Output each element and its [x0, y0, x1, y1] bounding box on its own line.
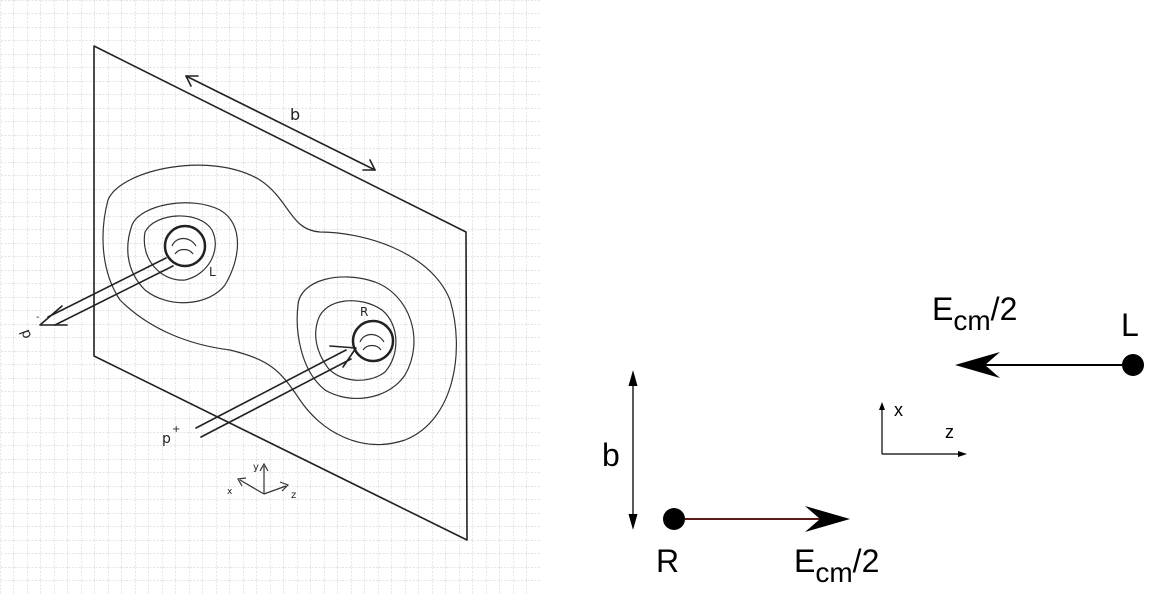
sketch-axis-y: y	[253, 462, 259, 473]
sketch-b-label: b	[290, 105, 300, 124]
schematic-axis-x: x	[894, 400, 903, 420]
p-minus-sup: -	[36, 312, 40, 323]
sketch-axis-z: z	[291, 490, 296, 501]
transverse-plane	[93, 45, 468, 541]
sketch-R-label: R	[360, 305, 368, 319]
schematic-b-arrow	[628, 370, 638, 530]
schematic-axes	[879, 402, 967, 457]
schematic: L Ecm/2 R Ecm/2 b x z	[602, 291, 1144, 588]
inner-contour-right	[315, 300, 397, 381]
schematic-R-label: R	[656, 543, 679, 579]
nucleus-R	[351, 319, 395, 363]
sketch-L-label: L	[209, 265, 216, 279]
sketch-axis-x: x	[227, 487, 233, 497]
middle-contour-left	[127, 202, 239, 304]
inner-contour-left	[143, 215, 216, 281]
hand-sketch: b L R p - p	[0, 0, 540, 594]
schematic-axis-z: z	[945, 422, 954, 442]
nucleus-L	[163, 224, 207, 268]
schematic-b-label: b	[602, 437, 620, 473]
energy-label-bottom: Ecm/2	[794, 543, 879, 588]
middle-contour-right	[296, 276, 415, 399]
schematic-L-label: L	[1121, 307, 1139, 343]
p-plus-label: p	[162, 431, 171, 447]
particle-L-dot	[1122, 354, 1144, 376]
p-minus-beam-arrow	[39, 257, 174, 326]
p-plus-beam-arrow	[195, 345, 357, 438]
energy-label-top: Ecm/2	[932, 291, 1017, 336]
particle-R-dot	[663, 508, 685, 530]
arrow-R-head	[805, 506, 850, 532]
impact-parameter-arrow	[185, 75, 376, 171]
arrow-L-head	[955, 352, 1000, 378]
sketch-axes	[237, 462, 290, 495]
outer-contour	[102, 164, 457, 445]
graph-paper-grid	[0, 0, 540, 594]
p-plus-sup: +	[172, 424, 180, 435]
